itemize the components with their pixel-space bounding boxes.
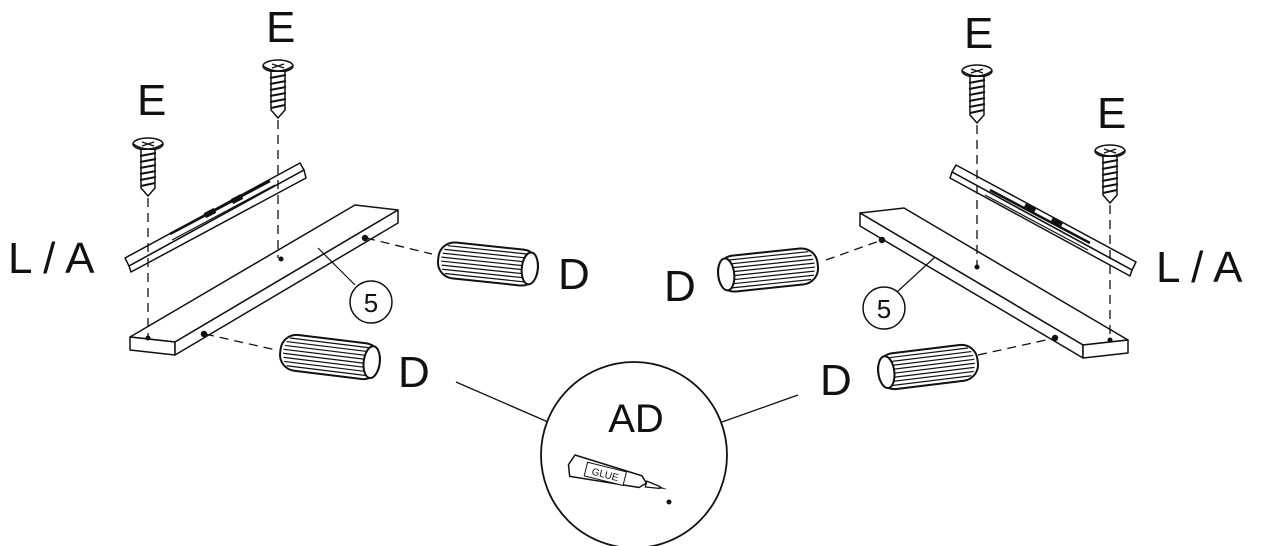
right-part-number: 5 — [877, 294, 891, 324]
right-dowel-lower — [875, 342, 981, 392]
left-part-number-circle — [349, 280, 393, 324]
left-label-d-upper: D — [558, 250, 590, 299]
left-board — [129, 204, 399, 356]
left-dowel-lower — [277, 332, 383, 382]
left-screw-e-2 — [262, 59, 294, 119]
left-rail — [124, 162, 307, 273]
left-label-d-lower: D — [398, 348, 430, 397]
left-dowel-upper — [435, 239, 541, 289]
glue-callout: AD GLUE — [455, 361, 799, 546]
right-label-d-upper: D — [664, 262, 696, 311]
left-label-e-2: E — [266, 3, 295, 52]
left-label-la: L / A — [8, 234, 95, 283]
left-screw-e-1 — [132, 137, 164, 197]
right-label-e-2: E — [1097, 89, 1126, 138]
right-label-d-lower: D — [820, 356, 852, 405]
right-label-la: L / A — [1156, 243, 1243, 292]
left-assembly: 5 E E L / A D D — [8, 3, 590, 397]
right-screw-e-2 — [1094, 144, 1126, 204]
right-board — [859, 207, 1129, 359]
right-assembly: 5 E E L / A D D — [664, 9, 1243, 405]
right-part-number-circle — [862, 286, 906, 330]
glue-tube-icon: GLUE — [567, 454, 668, 490]
left-label-e-1: E — [137, 76, 166, 125]
right-dowel-upper — [715, 245, 821, 295]
right-screw-e-1 — [961, 64, 993, 124]
glue-drop-icon — [666, 499, 672, 505]
left-part-number: 5 — [364, 288, 378, 318]
right-rail — [949, 164, 1137, 277]
right-label-e-1: E — [964, 9, 993, 58]
adhesive-label: AD — [608, 397, 664, 441]
